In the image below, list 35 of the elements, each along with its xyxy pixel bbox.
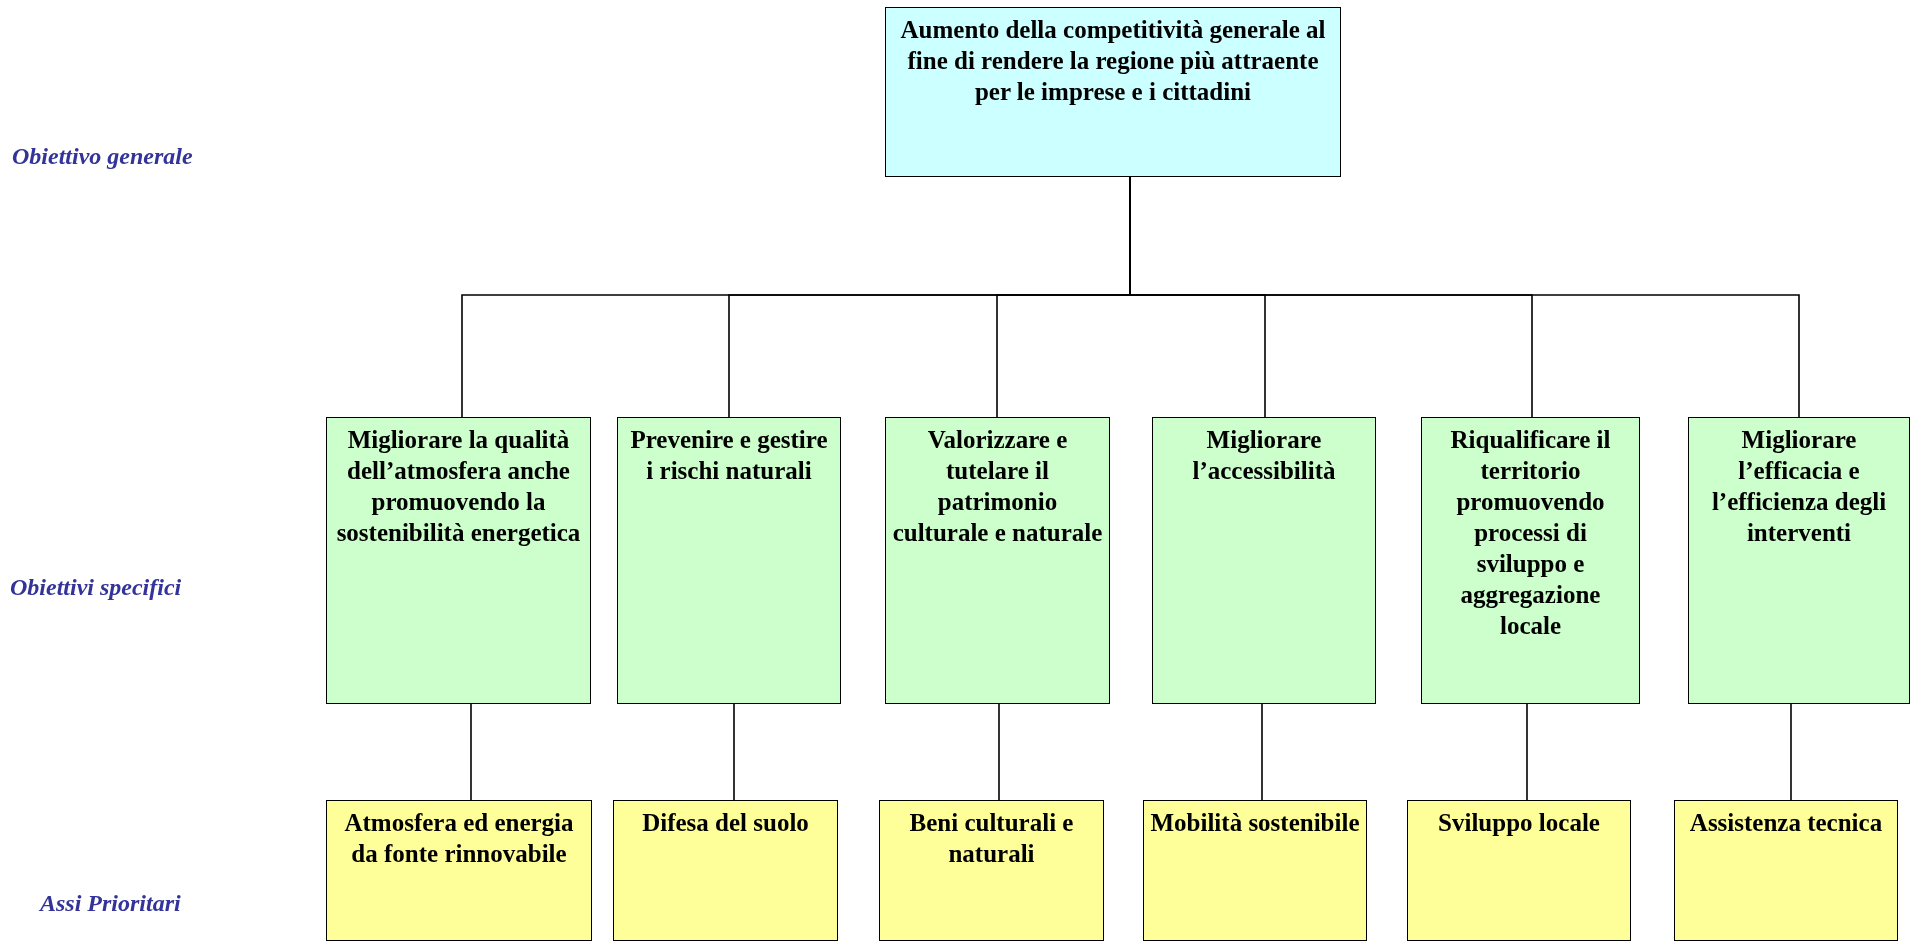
connector-line	[1526, 703, 1528, 801]
objective-box	[1421, 417, 1640, 704]
objective-box	[326, 417, 591, 704]
axis-box	[879, 800, 1104, 941]
objective-box	[885, 417, 1110, 704]
box-text: Sviluppo locale	[1437, 808, 1601, 838]
level-label: Assi Prioritari	[40, 890, 181, 917]
box-text: Mobilità sostenibile	[1150, 808, 1360, 838]
box-text: Aumento della competitività generale al fine di rendere la regione più attraente per le imprese e i cittadini	[899, 15, 1327, 107]
box-text: Assistenza tecnica	[1688, 808, 1884, 838]
axis-box	[1407, 800, 1631, 941]
axis-box	[1674, 800, 1898, 941]
objective-box	[1152, 417, 1376, 704]
box-text: Atmosfera ed energia da fonte rinnovabile	[343, 808, 575, 869]
level-label: Obiettivo generale	[12, 143, 193, 170]
objective-box	[617, 417, 841, 704]
box-text: Difesa del suolo	[641, 808, 810, 838]
box-text: Riqualificare il territorio promuovendo processi di sviluppo e aggregazione locale	[1449, 425, 1612, 641]
connector-line	[998, 703, 1000, 801]
objective-box	[1688, 417, 1910, 704]
box-text: Prevenire e gestire i rischi naturali	[629, 425, 829, 486]
goal-box	[885, 7, 1341, 177]
connector-line	[470, 703, 472, 801]
box-text: Migliorare l’accessibilità	[1191, 425, 1337, 486]
box-text: Valorizzare e tutelare il patrimonio culturale e naturale	[892, 425, 1103, 548]
box-text: Migliorare la qualità dell’atmosfera anche promuovendo la sostenibilità energetica	[335, 425, 582, 548]
level-label: Obiettivi specifici	[10, 574, 182, 601]
connector-line	[733, 703, 735, 801]
connector-line	[1261, 703, 1263, 801]
box-text: Migliorare l’efficacia e l’efficienza degli interventi	[1710, 425, 1888, 548]
axis-box	[326, 800, 592, 941]
connector-line	[1790, 703, 1792, 801]
box-text: Beni culturali e naturali	[908, 808, 1075, 869]
axis-box	[613, 800, 838, 941]
axis-box	[1143, 800, 1367, 941]
